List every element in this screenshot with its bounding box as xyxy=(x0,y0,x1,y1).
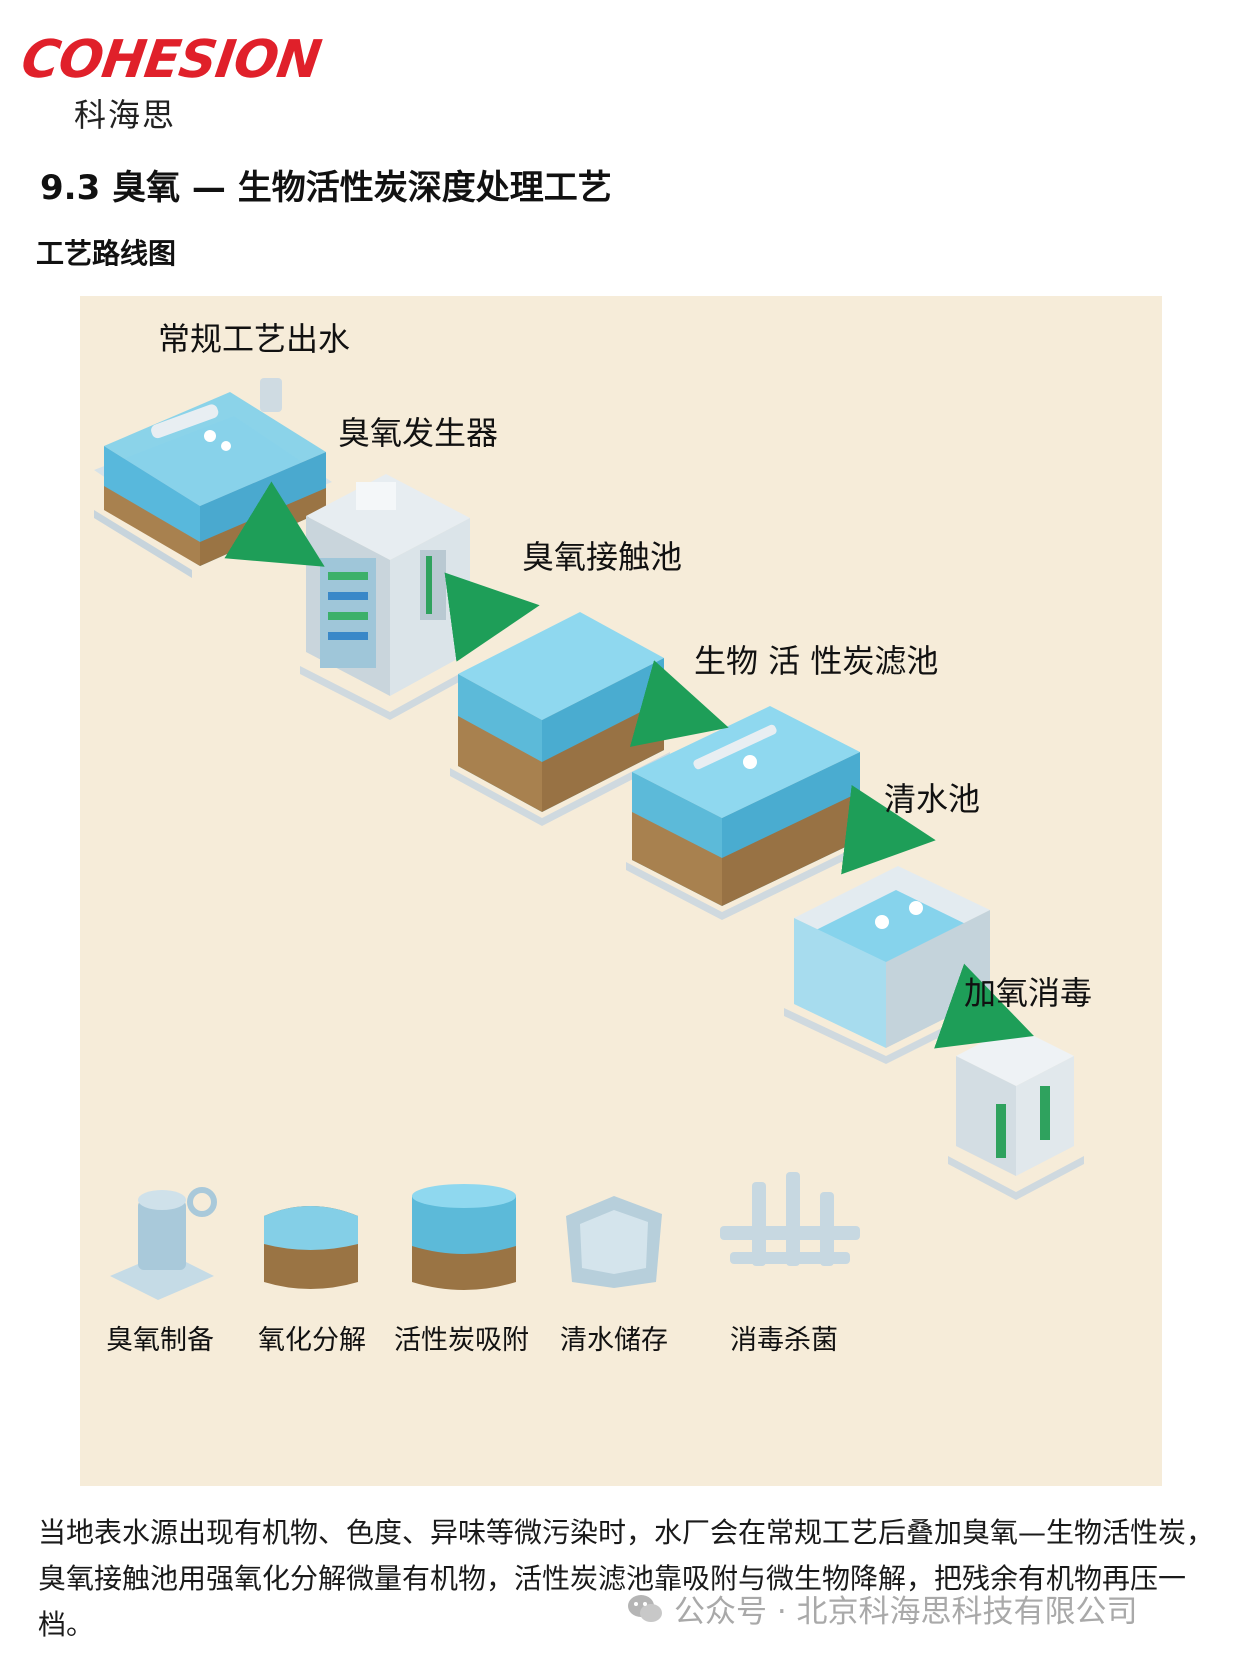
ozone-pump-icon xyxy=(110,1187,217,1300)
section-subtitle: 工艺路线图 xyxy=(36,237,177,270)
flow-arrow xyxy=(629,660,729,747)
clear-water-tank-icon xyxy=(784,866,998,1064)
flow-arrow xyxy=(841,784,936,875)
brand-logo: COHESION 科海思 xyxy=(18,30,324,134)
step-label-source-water: 常规工艺出水 xyxy=(158,320,351,358)
legend-label-carbon-adsorption: 活性炭吸附 xyxy=(394,1325,529,1356)
bac-filter-tank-icon xyxy=(626,706,866,920)
logo-wordmark: COHESION xyxy=(17,30,325,90)
disinfection-unit-icon xyxy=(948,1026,1084,1200)
pipe-network-icon xyxy=(720,1172,860,1266)
step-label-clear-water-tank: 清水池 xyxy=(884,780,981,818)
step-label-ozone-generator: 臭氧发生器 xyxy=(338,414,499,452)
flow-arrow xyxy=(934,963,1034,1049)
watermark: 公众号 · 北京科海思科技有限公司 xyxy=(626,1586,1138,1631)
logo-chinese-name: 科海思 xyxy=(74,96,177,134)
storage-basin-icon xyxy=(566,1196,662,1288)
process-illustration xyxy=(94,378,1084,1300)
carbon-cylinder-icon xyxy=(412,1184,516,1290)
flow-arrow xyxy=(444,572,540,662)
description-paragraph: 当地表水源出现有机物、色度、异味等微污染时，水厂会在常规工艺后叠加臭氧—生物活性… xyxy=(38,1516,1215,1641)
legend-label-water-storage: 清水储存 xyxy=(560,1325,668,1356)
wechat-icon xyxy=(628,1594,662,1622)
watermark-text: 公众号 · 北京科海思科技有限公司 xyxy=(674,1594,1138,1630)
legend-label-oxidation: 氧化分解 xyxy=(258,1325,366,1356)
flow-arrows xyxy=(224,481,1034,1049)
step-label-bac-filter: 生物 活 性炭滤池 xyxy=(694,642,939,680)
oxidation-basin-icon xyxy=(264,1206,358,1289)
step-label-disinfection: 加氧消毒 xyxy=(964,974,1093,1012)
step-label-ozone-contact-tank: 臭氧接触池 xyxy=(522,538,683,576)
process-diagram: 常规工艺出水 臭氧发生器 臭氧接触池 生物 活 性炭滤池 清水池 加氧消毒 臭氧… xyxy=(80,296,1162,1486)
ozone-generator-icon xyxy=(300,474,470,720)
legend-label-ozone-prep: 臭氧制备 xyxy=(106,1325,214,1356)
ozone-contact-tank-icon xyxy=(450,612,670,826)
flow-arrow xyxy=(224,481,325,567)
page-title: 9.3 臭氧 — 生物活性炭深度处理工艺 xyxy=(40,168,612,208)
legend-label-disinfection: 消毒杀菌 xyxy=(730,1325,838,1356)
